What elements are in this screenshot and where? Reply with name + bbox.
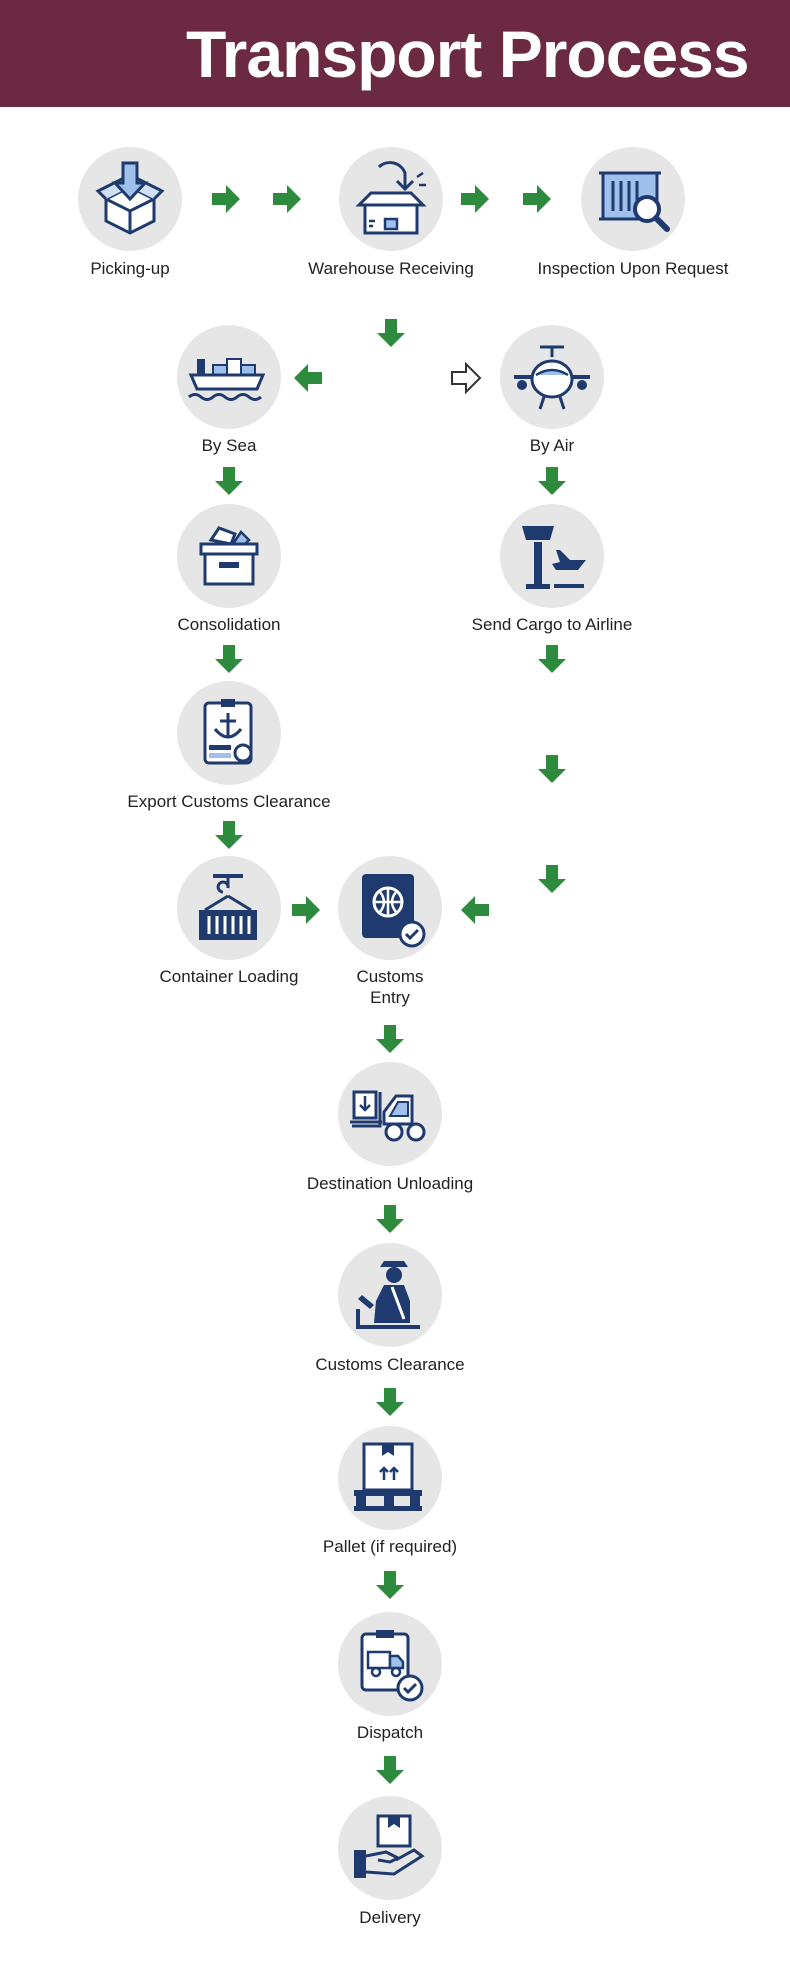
container-inspection-icon: [599, 171, 670, 232]
arrow-down-icon: [212, 464, 246, 498]
customs-clearance-node: [338, 1243, 442, 1347]
pallet-node: [338, 1426, 442, 1530]
arrow-down-icon: [373, 1568, 407, 1602]
arrow-down-icon: [535, 862, 569, 896]
consolidation-box-icon: [199, 526, 259, 586]
step-label: By Air: [529, 436, 575, 455]
customs-officer-icon: [356, 1261, 420, 1329]
crane-container-icon: [199, 874, 257, 940]
arrow-right-outline-icon: [449, 361, 483, 395]
arrow-right-icon: [289, 893, 323, 927]
arrow-down-icon: [535, 752, 569, 786]
box-down-icon: [95, 161, 165, 235]
container-loading-node: [177, 856, 281, 960]
export-customs-node: [177, 681, 281, 785]
pallet-icon: [354, 1442, 422, 1511]
arrow-left-icon: [291, 361, 325, 395]
step-label: Destination Unloading: [306, 1174, 474, 1193]
dispatch-node: [338, 1612, 442, 1716]
airplane-icon: [514, 345, 590, 410]
page-title: Transport Process: [186, 17, 750, 91]
step-label: By Sea: [201, 436, 257, 455]
step-label: Customs Clearance: [315, 1355, 465, 1374]
dispatch-truck-icon: [360, 1630, 424, 1702]
step-label: Dispatch: [356, 1723, 424, 1742]
arrow-down-icon: [373, 1202, 407, 1236]
inspection-node: [581, 147, 685, 251]
arrow-right-icon: [209, 182, 243, 216]
forklift-icon: [350, 1090, 426, 1142]
arrow-down-icon: [373, 1385, 407, 1419]
step-label: Container Loading: [159, 967, 299, 986]
arrow-right-icon: [458, 182, 492, 216]
anchor-document-icon: [203, 699, 253, 765]
step-label: Customs Entry: [356, 967, 424, 1007]
warehouse-receiving-node: [339, 147, 443, 251]
passport-icon: [362, 874, 426, 948]
step-label: Send Cargo to Airline: [471, 615, 633, 634]
arrow-right-icon: [520, 182, 554, 216]
arrow-down-icon: [212, 642, 246, 676]
step-label: Export Customs Clearance: [127, 792, 331, 811]
consolidation-node: [177, 504, 281, 608]
send-cargo-node: [500, 504, 604, 608]
step-label: Delivery: [359, 1908, 421, 1927]
step-label: Picking-up: [90, 259, 170, 278]
arrow-down-icon: [373, 1753, 407, 1787]
arrow-down-icon: [535, 464, 569, 498]
header-banner: Transport Process: [0, 0, 790, 107]
arrow-down-icon: [374, 316, 408, 350]
delivery-hand-icon: [354, 1814, 425, 1878]
arrow-left-icon: [458, 893, 492, 927]
warehouse-receiving-icon: [355, 161, 427, 235]
step-label: Pallet (if required): [322, 1537, 458, 1556]
arrow-down-icon: [212, 818, 246, 852]
picking-up-node: [78, 147, 182, 251]
step-label: Warehouse Receiving: [308, 259, 474, 278]
step-label: Consolidation: [177, 615, 281, 634]
delivery-node: [338, 1796, 442, 1900]
cargo-ship-icon: [188, 358, 266, 401]
by-sea-node: [177, 325, 281, 429]
control-tower-icon: [522, 526, 586, 589]
arrow-down-icon: [535, 642, 569, 676]
step-label: Inspection Upon Request: [537, 259, 729, 278]
customs-entry-node: [338, 856, 442, 960]
by-air-node: [500, 325, 604, 429]
destination-unloading-node: [338, 1062, 442, 1166]
arrow-down-icon: [373, 1022, 407, 1056]
arrow-right-icon: [270, 182, 304, 216]
